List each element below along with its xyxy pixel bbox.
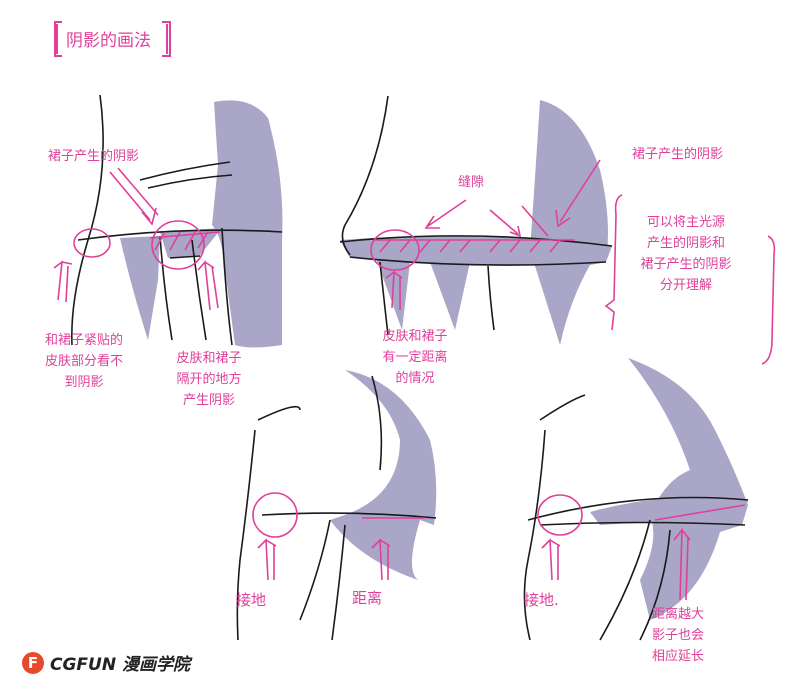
fig3-main-shadow bbox=[330, 370, 437, 580]
label-separated-skin-line-3: 产生阴影 bbox=[182, 393, 235, 408]
label-tight-skin-line-3: 到阴影 bbox=[64, 375, 104, 390]
fig1-main-shadow bbox=[212, 100, 283, 348]
label-distance-case-line-1: 皮肤和裙子 bbox=[382, 329, 448, 344]
label-distance-case-line-2: 有一定距离 bbox=[382, 350, 448, 365]
figure-4-legs bbox=[523, 358, 749, 641]
label-light-source-line-3: 裙子产生的阴影 bbox=[640, 257, 732, 272]
label-skirt-shadow-right: 裙子产生的阴影 bbox=[632, 147, 724, 162]
label-skirt-shadow-left: 裙子产生的阴影 bbox=[48, 149, 140, 164]
fig2-mid-shadow bbox=[430, 262, 470, 330]
brand-logo: F CGFUN 漫画学院 bbox=[22, 650, 190, 675]
label-contact-right: 接地. bbox=[524, 591, 559, 609]
label-longer-shadow-line-1: 距离越大 bbox=[651, 607, 704, 622]
fig4-band-shadow bbox=[590, 496, 748, 525]
logo-mark-icon: F bbox=[22, 651, 44, 674]
figure-1-legs bbox=[53, 94, 283, 348]
label-light-source-line-2: 产生的阴影和 bbox=[646, 236, 725, 251]
label-distance-case-line-3: 的情况 bbox=[395, 371, 435, 386]
label-separated-skin-line-1: 皮肤和裙子 bbox=[176, 351, 242, 366]
fig4-main-shadow bbox=[628, 358, 748, 620]
label-light-source-line-1: 可以将主光源 bbox=[646, 215, 725, 230]
label-separated-skin-line-2: 隔开的地方 bbox=[176, 372, 242, 387]
label-tight-skin-line-1: 和裙子紧贴的 bbox=[44, 333, 123, 348]
label-distance: 距离 bbox=[352, 589, 383, 607]
label-longer-shadow-line-2: 影子也会 bbox=[651, 628, 704, 643]
label-light-source-line-4: 分开理解 bbox=[659, 278, 712, 293]
logo-text: CGFUN 漫画学院 bbox=[50, 655, 190, 675]
label-contact-left: 接地 bbox=[236, 591, 267, 609]
label-tight-skin: 和裙子紧贴的 皮肤部分看不 到阴影 bbox=[28, 330, 140, 393]
title-brackets bbox=[54, 21, 171, 57]
figure-3-legs bbox=[236, 370, 437, 641]
label-light-source: 可以将主光源 产生的阴影和 裙子产生的阴影 分开理解 bbox=[624, 212, 748, 296]
label-gap: 缝隙 bbox=[458, 175, 485, 190]
page-title: 阴影的画法 bbox=[66, 31, 151, 51]
fig1-left-leg-shadow bbox=[120, 236, 160, 340]
label-longer-shadow: 距离越大 影子也会 相应延长 bbox=[640, 604, 716, 667]
label-distance-case: 皮肤和裙子 有一定距离 的情况 bbox=[370, 326, 460, 389]
label-longer-shadow-line-3: 相应延长 bbox=[651, 649, 704, 664]
fig2-right-shadow bbox=[530, 100, 608, 345]
figure-2-legs bbox=[339, 95, 776, 365]
label-separated-skin: 皮肤和裙子 隔开的地方 产生阴影 bbox=[164, 348, 254, 411]
label-tight-skin-line-2: 皮肤部分看不 bbox=[44, 354, 123, 369]
